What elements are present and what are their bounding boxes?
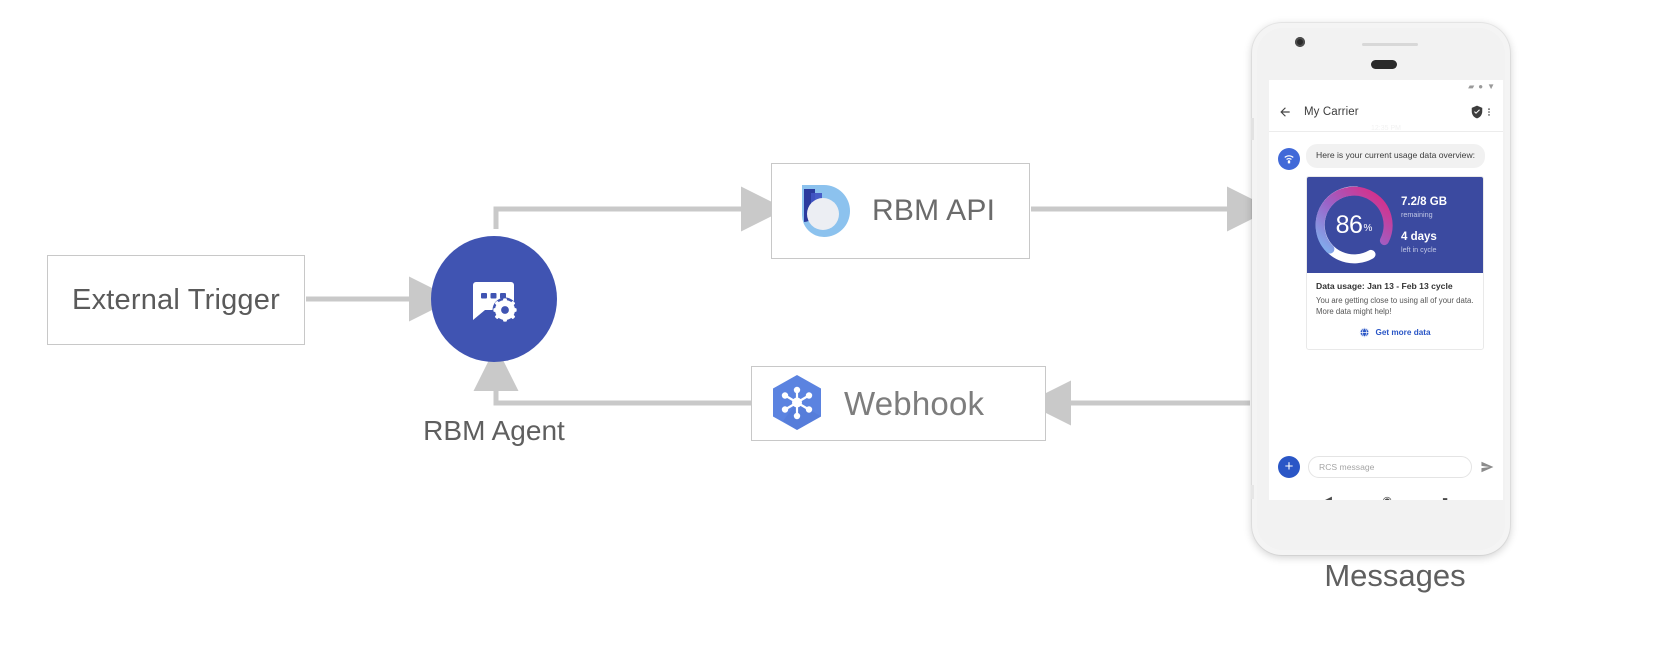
message-composer: + RCS message [1269,447,1503,487]
rbm-droplet-icon [800,185,850,237]
nav-home-icon[interactable]: ◉ [1382,494,1392,501]
nav-recents-icon[interactable]: ■ [1442,495,1448,500]
app-bar-title: My Carrier [1304,106,1359,118]
get-more-data-button[interactable]: Get more data [1316,318,1474,343]
verified-shield-icon[interactable] [1470,105,1484,119]
android-nav-bar: ◀ ◉ ■ [1269,487,1503,500]
rbm-api-label: RBM API [872,194,996,227]
incoming-message-bubble: Here is your current usage data overview… [1306,144,1486,168]
signal-icon: ▰ [1468,81,1475,91]
rich-card-hero: 86 % 7.2/8 GB remaining 4 days [1307,177,1483,273]
hexagon-network-icon [773,374,821,430]
message-timestamp: 12:35 PM [1371,125,1401,132]
overflow-menu-icon[interactable] [1484,105,1494,119]
stat-days-left: 4 days left in cycle [1401,231,1475,254]
external-trigger-label: External Trigger [72,283,280,316]
phone-screen: ▰ ● ▼ My Carrier [1269,80,1503,500]
phone-bezel: ▰ ● ▼ My Carrier [1257,28,1505,550]
gauge-value: 86 [1335,210,1363,239]
messages-label: Messages [1324,558,1466,593]
conversation-area: 12:35 PM Here is your current usage data… [1269,125,1503,447]
hero-stats: 7.2/8 GB remaining 4 days left in cycle [1397,196,1483,253]
status-bar: ▰ ● ▼ [1269,80,1503,93]
gauge-unit: % [1363,223,1373,234]
battery-icon: ▼ [1487,81,1495,91]
rich-card-body: Data usage: Jan 13 - Feb 13 cycle You ar… [1307,273,1483,349]
get-more-data-label: Get more data [1375,327,1431,337]
connector-webhook-to-agent [473,346,751,406]
phone-side-button [1251,118,1254,140]
wifi-dot-icon: ● [1478,81,1484,91]
data-usage-gauge: 86 % [1311,182,1397,268]
stat-sub: remaining [1401,210,1433,219]
stat-main: 4 days [1401,231,1437,243]
plus-icon[interactable]: + [1278,456,1300,478]
avatar [1278,148,1300,170]
connector-agent-to-api [493,186,786,232]
stat-main: 7.2/8 GB [1401,196,1448,209]
globe-icon [1360,327,1370,337]
rich-card-description: You are getting close to using all of yo… [1316,296,1474,317]
carrier-signal-icon [1284,155,1294,164]
rich-card-title: Data usage: Jan 13 - Feb 13 cycle [1316,281,1453,291]
nav-back-icon[interactable]: ◀ [1324,494,1332,501]
phone-side-button-lower [1251,485,1254,499]
node-external-trigger[interactable]: External Trigger [47,255,305,345]
back-arrow-icon[interactable] [1278,105,1292,119]
phone-device: ▰ ● ▼ My Carrier [1251,23,1510,555]
earpiece-speaker [1371,60,1397,69]
rbm-agent-label: RBM Agent [423,415,565,446]
gauge-readout: 86 % [1311,182,1397,268]
app-bar: My Carrier [1269,93,1503,132]
stat-sub: left in cycle [1401,244,1437,254]
node-webhook[interactable]: Webhook [751,366,1046,441]
rich-card[interactable]: 86 % 7.2/8 GB remaining 4 days [1306,176,1484,350]
node-rbm-agent[interactable] [431,236,557,362]
incoming-message-row: Here is your current usage data overview… [1278,144,1494,170]
earpiece-slit [1362,43,1418,46]
node-rbm-api[interactable]: RBM API [771,163,1030,259]
front-camera-icon [1295,37,1305,47]
chat-gear-icon [473,282,518,323]
rcs-message-input[interactable]: RCS message [1308,456,1472,478]
rcs-placeholder: RCS message [1319,462,1375,472]
stat-data-remaining: 7.2/8 GB remaining [1401,196,1475,219]
send-icon[interactable] [1480,460,1494,474]
webhook-label: Webhook [844,384,985,422]
